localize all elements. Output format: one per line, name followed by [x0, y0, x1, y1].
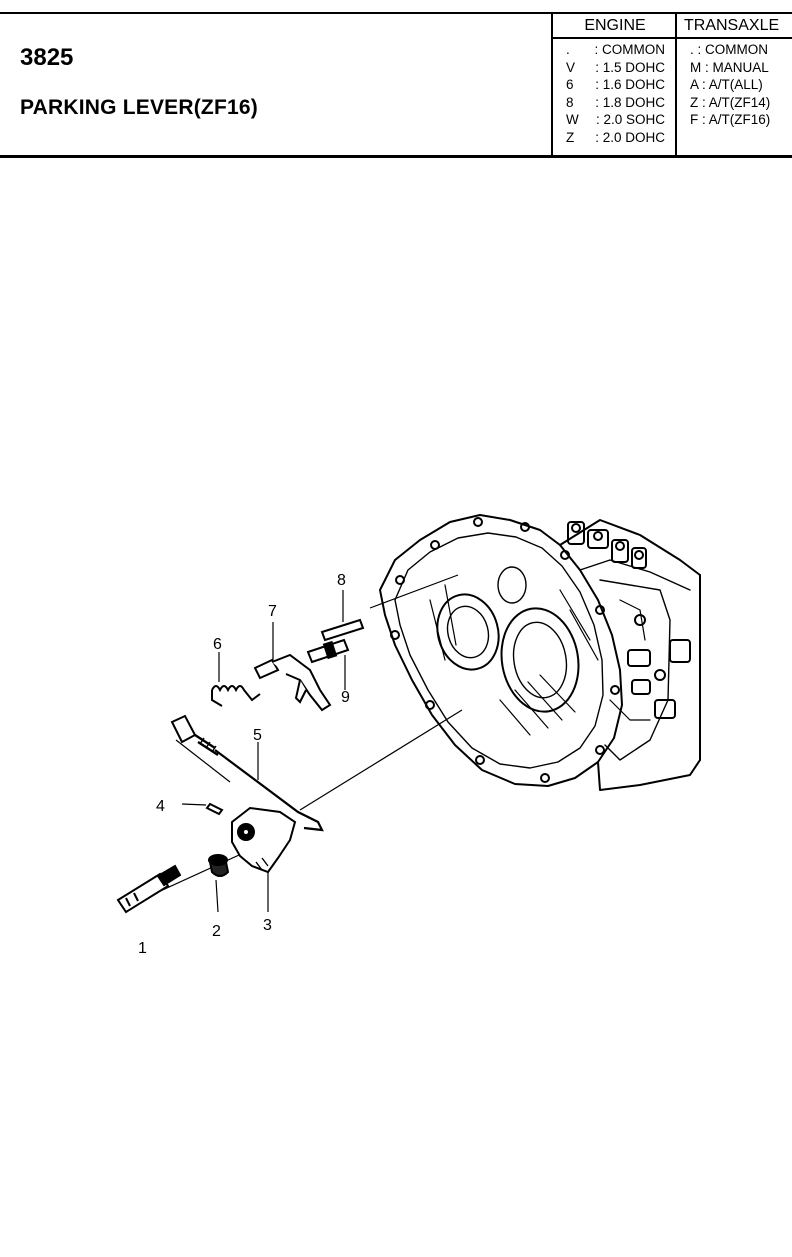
engine-code-item: Z: 2.0 DOHC	[566, 129, 665, 145]
callout-1: 1	[138, 940, 147, 957]
engine-code-item: V: 1.5 DOHC	[566, 59, 665, 75]
part-3-lever-plate-drawing	[231, 806, 297, 912]
callout-3: 3	[263, 917, 272, 934]
part-6-spring-drawing	[211, 652, 261, 707]
transaxle-code-item: A : A/T(ALL)	[690, 77, 763, 93]
engine-code-item: .: COMMON	[566, 42, 665, 57]
engine-legend: ENGINE .: COMMON V: 1.5 DOHC 6: 1.6 DOHC…	[551, 14, 677, 155]
callout-6: 6	[213, 636, 222, 653]
callout-9: 9	[341, 689, 350, 706]
part-1-shaft-drawing	[116, 864, 182, 914]
page-code: 3825	[20, 44, 74, 71]
engine-code-item: W: 2.0 SOHC	[566, 112, 665, 128]
engine-code-list: .: COMMON V: 1.5 DOHC 6: 1.6 DOHC 8: 1.8…	[553, 39, 677, 147]
header-top-rule	[0, 12, 792, 14]
transaxle-housing-drawing	[379, 514, 701, 791]
catalog-header: 3825 PARKING LEVER(ZF16) ENGINE .: COMMO…	[0, 0, 792, 158]
part-5-parking-rod-drawing	[170, 714, 324, 832]
transaxle-code-item: . : COMMON	[690, 42, 769, 57]
callout-5: 5	[253, 727, 262, 744]
code-legend: ENGINE .: COMMON V: 1.5 DOHC 6: 1.6 DOHC…	[551, 14, 792, 155]
engine-code-item: 8: 1.8 DOHC	[566, 94, 665, 110]
part-8-pin-drawing	[320, 590, 365, 642]
part-4-pin-drawing	[181, 802, 224, 816]
callout-8: 8	[337, 572, 346, 589]
part-7-pawl-drawing	[253, 622, 332, 712]
page-title: PARKING LEVER(ZF16)	[20, 96, 258, 119]
transaxle-code-list: . : COMMON M : MANUAL A : A/T(ALL) Z : A…	[677, 39, 792, 129]
transaxle-code-item: M : MANUAL	[690, 59, 769, 75]
transaxle-legend-heading: TRANSAXLE	[677, 14, 792, 39]
callout-7: 7	[268, 603, 277, 620]
callout-labels: 1 2 3 4 5 6 7 8 9	[138, 572, 350, 957]
header-bottom-rule	[0, 155, 792, 158]
transaxle-code-item: Z : A/T(ZF14)	[690, 94, 771, 110]
part-2-bushing-drawing	[208, 854, 230, 913]
engine-legend-heading: ENGINE	[553, 14, 677, 39]
engine-code-item: 6: 1.6 DOHC	[566, 77, 665, 93]
part-9-shaft-drawing	[306, 638, 350, 690]
callout-2: 2	[212, 923, 221, 940]
exploded-parts-diagram: 1 2 3 4 5 6 7 8 9	[116, 514, 701, 957]
transaxle-code-item: F : A/T(ZF16)	[690, 112, 771, 128]
transaxle-legend: TRANSAXLE . : COMMON M : MANUAL A : A/T(…	[675, 14, 792, 155]
callout-4: 4	[156, 798, 165, 815]
